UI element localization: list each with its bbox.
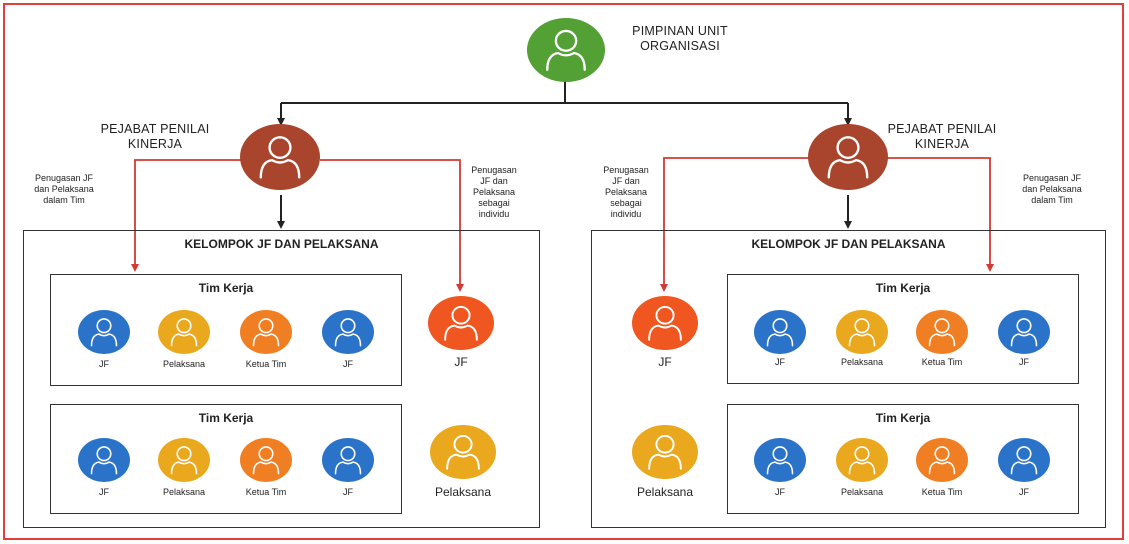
member-label-jf: JF (343, 359, 353, 369)
right-evaluator-label: PEJABAT PENILAI KINERJA (887, 122, 997, 151)
member-label-jf: JF (1019, 487, 1029, 497)
line-top-to-evaluators (280, 80, 849, 124)
member-label-pelaksana: Pelaksana (840, 487, 884, 497)
pimpinan-unit-person-icon (527, 18, 605, 82)
right-team-1-box: Tim Kerja (727, 274, 1079, 384)
line-right-individual-assignment (660, 157, 809, 292)
member-label-ketua-tim: Ketua Tim (245, 359, 287, 369)
individual-jf-label: JF (658, 355, 672, 369)
team-title: Tim Kerja (875, 411, 931, 425)
pelaksana-person-icon (836, 310, 888, 354)
line-left-team-assignment (131, 159, 242, 272)
individual-jf-person-icon (632, 296, 698, 350)
pelaksana-person-icon (158, 310, 210, 354)
individual-pelaksana-person-icon (632, 425, 698, 479)
member-label-jf: JF (1019, 357, 1029, 367)
member-label-ketua-tim: Ketua Tim (921, 357, 963, 367)
individual-jf-person-icon (428, 296, 494, 350)
left-group-title: KELOMPOK JF DAN PELAKSANA (184, 237, 379, 251)
individual-jf-label: JF (454, 355, 468, 369)
right-group-box: KELOMPOK JF DAN PELAKSANA (591, 230, 1106, 528)
individual-pelaksana-label: Pelaksana (434, 485, 492, 499)
jf-person-icon (998, 310, 1050, 354)
pimpinan-unit-label: PIMPINAN UNIT ORGANISASI (632, 24, 728, 53)
member-label-ketua-tim: Ketua Tim (921, 487, 963, 497)
member-label-jf: JF (775, 357, 785, 367)
member-label-pelaksana: Pelaksana (162, 487, 206, 497)
jf-person-icon (322, 438, 374, 482)
jf-person-icon (998, 438, 1050, 482)
diagram-frame (3, 3, 1124, 540)
jf-person-icon (322, 310, 374, 354)
right-team-2-box: Tim Kerja (727, 404, 1079, 514)
team-title: Tim Kerja (198, 281, 254, 295)
left-team-assignment-note: Penugasan JF dan Pelaksana dalam Tim (34, 173, 94, 205)
jf-person-icon (78, 310, 130, 354)
individual-pelaksana-person-icon (430, 425, 496, 479)
left-group-box: KELOMPOK JF DAN PELAKSANA (23, 230, 540, 528)
jf-person-icon (754, 438, 806, 482)
member-label-ketua-tim: Ketua Tim (245, 487, 287, 497)
right-group-title: KELOMPOK JF DAN PELAKSANA (751, 237, 946, 251)
right-evaluator-person-icon (808, 124, 888, 190)
right-team-assignment-note: Penugasan JF dan Pelaksana dalam Tim (1022, 173, 1082, 205)
team-title: Tim Kerja (198, 411, 254, 425)
pelaksana-person-icon (836, 438, 888, 482)
left-team-2-box: Tim Kerja (50, 404, 402, 514)
left-evaluator-label: PEJABAT PENILAI KINERJA (100, 122, 210, 151)
left-individual-assignment-note: Penugasan JF dan Pelaksana sebagai indiv… (471, 165, 517, 219)
ketua-tim-person-icon (916, 310, 968, 354)
line-left-individual-assignment (320, 159, 464, 292)
pelaksana-person-icon (158, 438, 210, 482)
ketua-tim-person-icon (916, 438, 968, 482)
member-label-jf: JF (99, 487, 109, 497)
left-evaluator-person-icon (240, 124, 320, 190)
member-label-pelaksana: Pelaksana (162, 359, 206, 369)
member-label-pelaksana: Pelaksana (840, 357, 884, 367)
individual-pelaksana-label: Pelaksana (636, 485, 694, 499)
jf-person-icon (78, 438, 130, 482)
line-right-team-assignment (887, 157, 994, 272)
left-team-1-box: Tim Kerja (50, 274, 402, 386)
member-label-jf: JF (775, 487, 785, 497)
member-label-jf: JF (343, 487, 353, 497)
ketua-tim-person-icon (240, 310, 292, 354)
ketua-tim-person-icon (240, 438, 292, 482)
jf-person-icon (754, 310, 806, 354)
team-title: Tim Kerja (875, 281, 931, 295)
member-label-jf: JF (99, 359, 109, 369)
right-individual-assignment-note: Penugasan JF dan Pelaksana sebagai indiv… (603, 165, 649, 219)
